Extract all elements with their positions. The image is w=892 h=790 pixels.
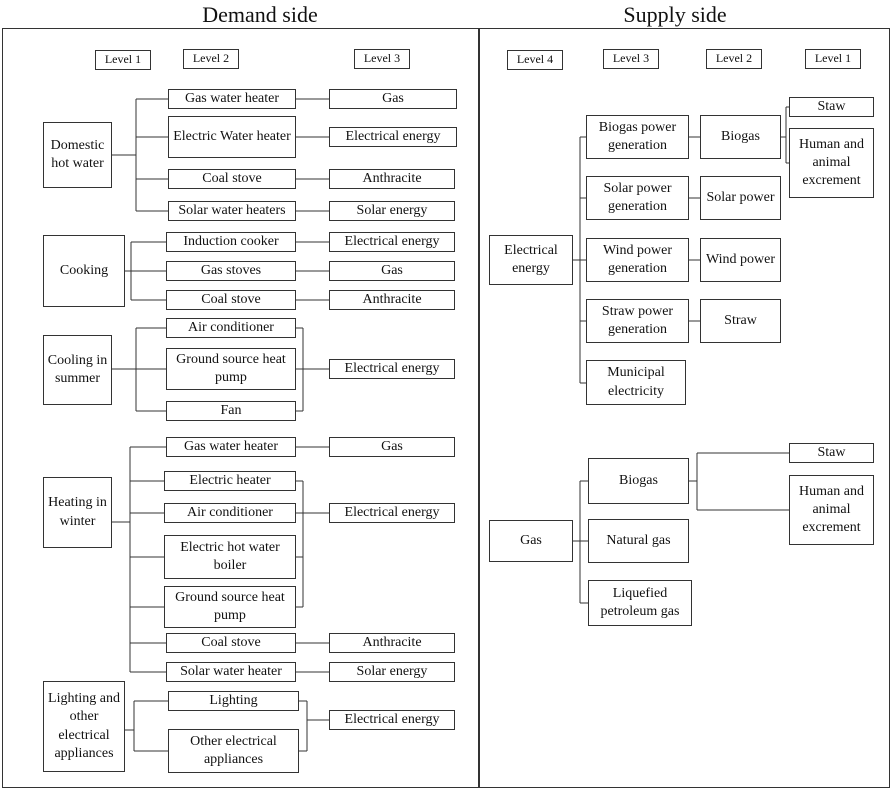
- demand-l3-item: Anthracite: [329, 290, 455, 310]
- demand-l3-item: Electrical energy: [329, 232, 455, 252]
- demand-l2-item: Gas stoves: [166, 261, 296, 281]
- supply-panel: [479, 28, 890, 788]
- supply-l3-item: Biogas: [588, 458, 689, 504]
- demand-l2-item: Lighting: [168, 691, 299, 711]
- demand-panel: [2, 28, 479, 788]
- demand-l2-item: Air conditioner: [164, 503, 296, 523]
- demand-l2-item: Gas water heater: [166, 437, 296, 457]
- supply-l3-item: Wind power generation: [586, 238, 689, 282]
- demand-level-3-label: Level 3: [354, 49, 410, 69]
- demand-l3-item: Gas: [329, 89, 457, 109]
- demand-l3-item: Gas: [329, 261, 455, 281]
- demand-l2-item: Electric hot water boiler: [164, 535, 296, 579]
- demand-l1-cooking: Cooking: [43, 235, 125, 307]
- supply-level-1-label: Level 1: [805, 49, 861, 69]
- demand-l3-item: Anthracite: [329, 633, 455, 653]
- demand-l2-item: Ground source heat pump: [164, 586, 296, 628]
- demand-l1-domestic-hot-water: Domestic hot water: [43, 122, 112, 188]
- demand-l1-cooling-in-summer: Cooling in summer: [43, 335, 112, 405]
- demand-side-title: Demand side: [202, 2, 318, 27]
- supply-level-4-label: Level 4: [507, 50, 563, 70]
- demand-l2-item: Electric Water heater: [168, 116, 296, 158]
- supply-l1-item: Staw: [789, 97, 874, 117]
- supply-l3-item: Natural gas: [588, 519, 689, 563]
- supply-l2-item: Straw: [700, 299, 781, 343]
- demand-l3-item: Solar energy: [329, 662, 455, 682]
- demand-l2-item: Solar water heater: [166, 662, 296, 682]
- demand-l3-item: Electrical energy: [329, 127, 457, 147]
- supply-l2-item: Biogas: [700, 115, 781, 159]
- demand-l2-item: Coal stove: [166, 290, 296, 310]
- demand-l2-item: Fan: [166, 401, 296, 421]
- supply-level-3-label: Level 3: [603, 49, 659, 69]
- supply-l1-item: Staw: [789, 443, 874, 463]
- supply-l2-item: Solar power: [700, 176, 781, 220]
- demand-l2-item: Gas water heater: [168, 89, 296, 109]
- demand-l2-item: Electric heater: [164, 471, 296, 491]
- supply-l1-item: Human and animal excrement: [789, 128, 874, 198]
- demand-l2-item: Solar water heaters: [168, 201, 296, 221]
- demand-l2-item: Induction cooker: [166, 232, 296, 252]
- demand-l2-item: Ground source heat pump: [166, 348, 296, 390]
- supply-l3-item: Biogas power generation: [586, 115, 689, 159]
- demand-l3-item: Gas: [329, 437, 455, 457]
- demand-level-1-label: Level 1: [95, 50, 151, 70]
- demand-level-2-label: Level 2: [183, 49, 239, 69]
- supply-l4-electrical-energy: Electrical energy: [489, 235, 573, 285]
- demand-l3-item: Solar energy: [329, 201, 455, 221]
- demand-l1-lighting-appliances: Lighting and other electrical appliances: [43, 681, 125, 772]
- demand-l3-item: Electrical energy: [329, 503, 455, 523]
- demand-l3-item: Anthracite: [329, 169, 455, 189]
- supply-l3-item: Solar power generation: [586, 176, 689, 220]
- supply-l2-item: Wind power: [700, 238, 781, 282]
- demand-l2-item: Coal stove: [166, 633, 296, 653]
- supply-l1-item: Human and animal excrement: [789, 475, 874, 545]
- supply-l3-item: Straw power generation: [586, 299, 689, 343]
- supply-l3-item: Municipal electricity: [586, 360, 686, 405]
- supply-l3-item: Liquefied petroleum gas: [588, 580, 692, 626]
- demand-l2-item: Other electrical appliances: [168, 729, 299, 773]
- supply-level-2-label: Level 2: [706, 49, 762, 69]
- demand-l2-item: Air conditioner: [166, 318, 296, 338]
- demand-l2-item: Coal stove: [168, 169, 296, 189]
- supply-side-title: Supply side: [623, 2, 727, 27]
- demand-l3-item: Electrical energy: [329, 710, 455, 730]
- supply-l4-gas: Gas: [489, 520, 573, 562]
- demand-l3-item: Electrical energy: [329, 359, 455, 379]
- demand-l1-heating-in-winter: Heating in winter: [43, 477, 112, 548]
